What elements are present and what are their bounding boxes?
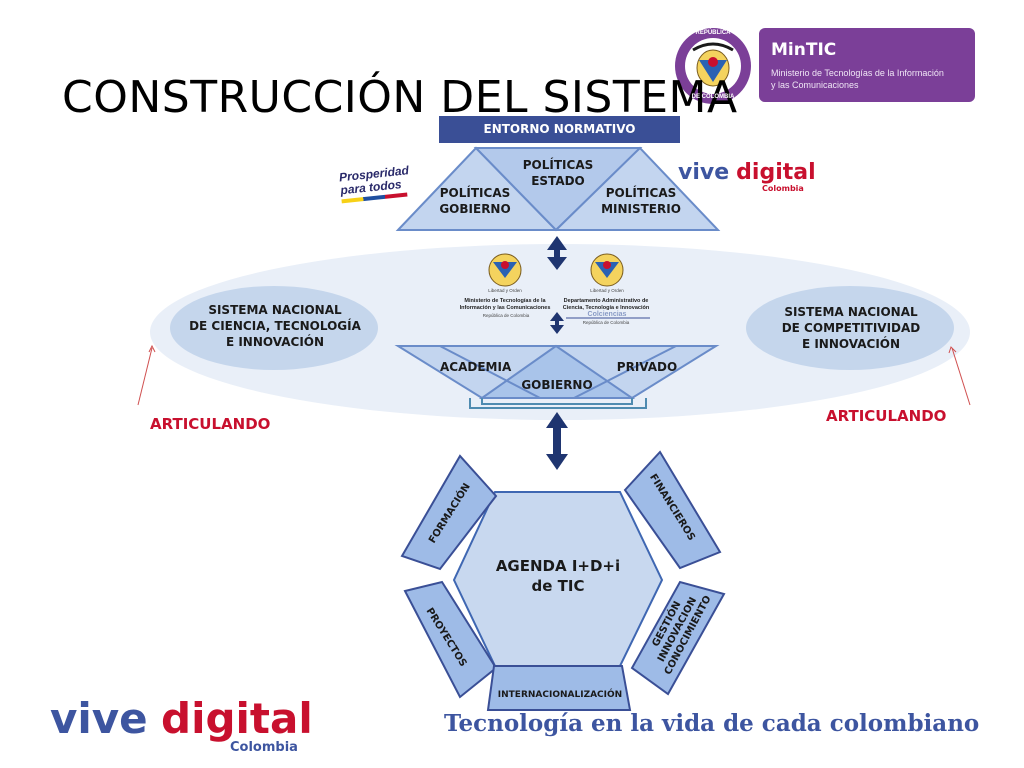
mintic-subtitle-2: y las Comunicaciones: [771, 80, 859, 90]
republica-seal: [675, 28, 751, 104]
sistema-comp-line1: SISTEMA NACIONAL: [784, 305, 918, 319]
politicas-triangle: [395, 146, 721, 232]
vive-digital-bottom-digital: digital: [161, 694, 313, 743]
politicas-gobierno-line2: GOBIERNO: [439, 202, 511, 216]
mintic-entity-line1: Ministerio de Tecnologías de la: [464, 298, 546, 304]
politicas-estado-line2: ESTADO: [531, 174, 585, 188]
sistema-cti-line3: E INNOVACIÓN: [225, 335, 325, 349]
entorno-normativo-bar: ENTORNO NORMATIVO: [439, 116, 680, 143]
vive-digital-top-vive: vive: [678, 160, 730, 185]
sistema-comp-line2: DE COMPETITIVIDAD: [781, 321, 921, 335]
cti-ellipse: [170, 286, 378, 370]
articulando-arrows: [137, 344, 971, 406]
politicas-ministerio-label: POLÍTICAS MINISTERIO: [592, 185, 690, 217]
politicas-estado-line1: POLÍTICAS: [522, 158, 594, 172]
double-arrow-middle: [550, 312, 564, 334]
sistema-competitividad-label: SISTEMA NACIONAL DE COMPETITIVIDAD E INN…: [756, 304, 946, 352]
mintic-logo: MinTIC Ministerio de Tecnologías de la I…: [759, 28, 975, 102]
colciencias-entity-line2: Ciencia, Tecnología e Innovación: [562, 304, 650, 311]
gobierno-label: GOBIERNO: [521, 378, 593, 392]
mintic-subtitle-1: Ministerio de Tecnologías de la Informac…: [771, 68, 944, 78]
vive-digital-bottom-vive: vive: [50, 694, 148, 743]
politicas-estado-label: POLÍTICAS ESTADO: [508, 157, 608, 189]
academia-label: ACADEMIA: [440, 360, 512, 374]
colciencias-entity-country: República de Colombia: [582, 320, 630, 325]
page-title: CONSTRUCCIÓN DEL SISTEMA: [62, 72, 738, 123]
double-arrow-top: [547, 236, 567, 270]
colciencias-entity-line1: Departamento Administrativo de: [563, 298, 649, 304]
agenda-line2: de TIC: [531, 577, 585, 595]
sistema-cti-label: SISTEMA NACIONAL DE CIENCIA, TECNOLOGÍA …: [180, 302, 370, 350]
mintic-entity-country: República de Colombia: [482, 313, 530, 318]
seal-colciencias-entity: [590, 253, 624, 287]
mintic-entity-line2: Información y las Comunicaciones: [459, 304, 551, 311]
internacionalizacion-label: INTERNACIONALIZACIÓN: [497, 690, 623, 700]
articulando-right: ARTICULANDO: [826, 407, 947, 425]
seal-mintic-entity: [488, 253, 522, 287]
mintic-seal-motto: Libertad y Orden: [488, 288, 522, 293]
mintic-name: MinTIC: [771, 40, 837, 60]
vive-digital-top-country: Colombia: [762, 184, 804, 193]
colciencias-name: Colciencias: [587, 311, 627, 318]
politicas-ministerio-line1: POLÍTICAS: [605, 186, 677, 200]
articulando-left: ARTICULANDO: [150, 415, 271, 433]
politicas-gobierno-line1: POLÍTICAS: [439, 186, 511, 200]
vive-digital-logo-bottom: vive digital: [50, 694, 313, 743]
sistema-comp-line3: E INNOVACIÓN: [801, 337, 901, 351]
double-arrow-bottom: [546, 412, 568, 470]
mintic-entity-label: Ministerio de Tecnologías de la Informac…: [452, 298, 558, 311]
colciencias-entity-label: Departamento Administrativo de Ciencia, …: [556, 298, 656, 311]
sistema-cti-line2: DE CIENCIA, TECNOLOGÍA: [189, 319, 361, 333]
seal-top-text: REPÚBLICA: [695, 30, 731, 36]
seal-bottom-text: DE COLOMBIA: [691, 94, 735, 100]
component-panels: [400, 450, 726, 711]
slogan: Tecnología en la vida de cada colombiano: [444, 710, 980, 737]
system-ellipse: [150, 244, 970, 420]
privado-label: PRIVADO: [616, 360, 678, 374]
prosperidad-logo: Prosperidad para todos: [338, 163, 410, 204]
colciencias-seal-motto: Libertad y Orden: [590, 288, 624, 293]
competitividad-ellipse: [746, 286, 954, 370]
vive-digital-logo-top: vive digital: [678, 160, 816, 185]
politicas-ministerio-line2: MINISTERIO: [601, 202, 681, 216]
agenda-line1: AGENDA I+D+i: [495, 557, 621, 575]
vive-digital-bottom-country: Colombia: [230, 740, 298, 755]
sistema-cti-line1: SISTEMA NACIONAL: [208, 303, 342, 317]
vive-digital-top-digital: digital: [736, 160, 816, 185]
agenda-label: AGENDA I+D+i de TIC: [478, 556, 638, 596]
politicas-gobierno-label: POLÍTICAS GOBIERNO: [426, 185, 524, 217]
actores-shape: [394, 344, 720, 399]
actores-bracket: [469, 398, 647, 409]
